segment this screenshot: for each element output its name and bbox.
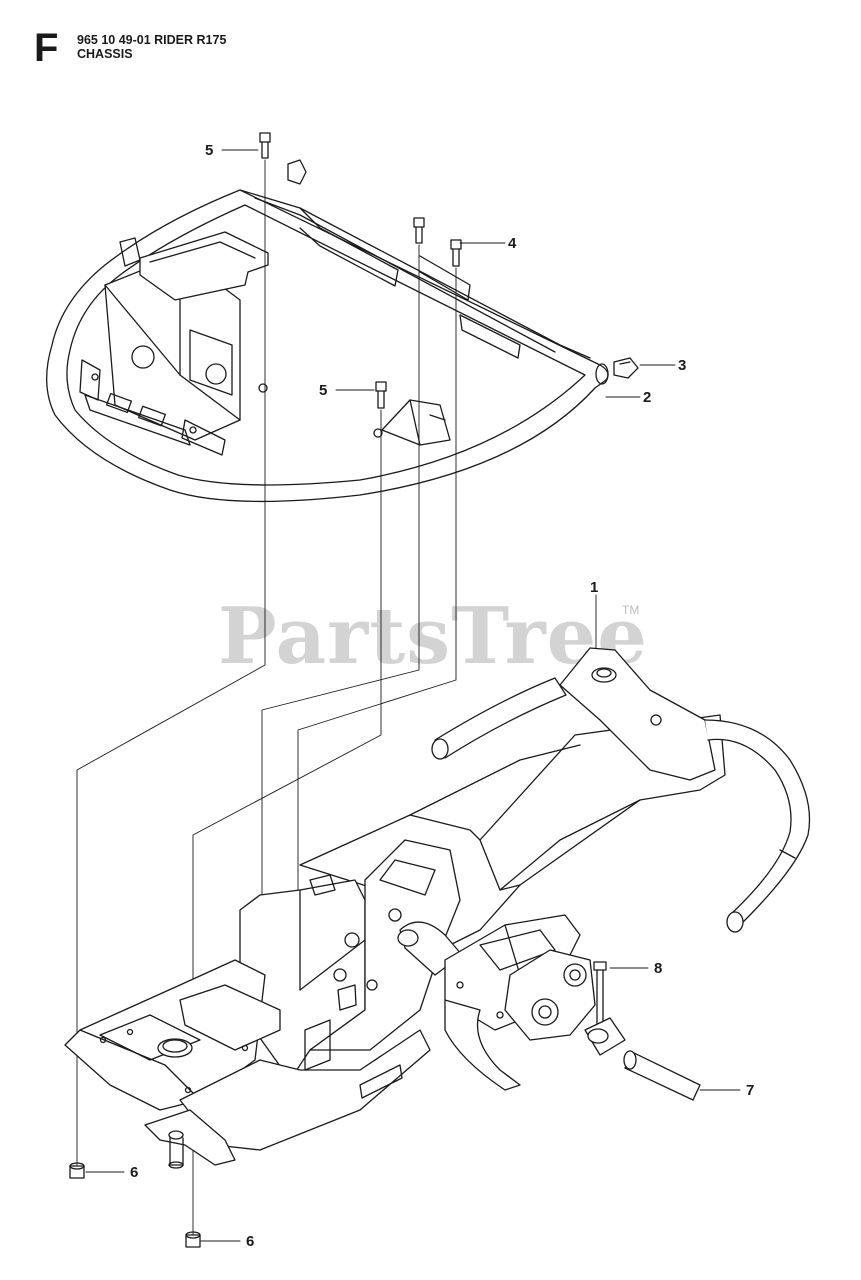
model-line: 965 10 49-01 RIDER R175 [77,33,227,47]
callout-1: 1 [590,579,599,596]
diagram-title: 965 10 49-01 RIDER R175 CHASSIS [77,33,226,61]
seat-bracket [79,231,269,456]
callout-5-middle: 5 [319,382,328,399]
chassis-frame [64,647,811,1169]
partstree-watermark: PartsTree [218,591,648,682]
callout-5-top: 5 [205,142,214,159]
callout-8: 8 [654,960,663,977]
bumper-part-3 [287,159,639,379]
nuts-part-6 [69,1162,201,1248]
hinge-bracket [373,399,451,446]
callout-6-left: 6 [130,1164,139,1181]
callout-2: 2 [643,389,652,406]
bolt-part-8 [593,961,607,1026]
trademark-mark: TM [622,603,640,617]
pin-part-7 [584,1017,701,1101]
bolts [259,132,462,409]
section-letter: F [34,26,59,70]
callout-7: 7 [746,1082,755,1099]
callout-6-bottom: 6 [246,1233,255,1250]
callout-3: 3 [678,357,687,374]
section-name: CHASSIS [77,47,133,61]
callout-4: 4 [508,235,517,252]
